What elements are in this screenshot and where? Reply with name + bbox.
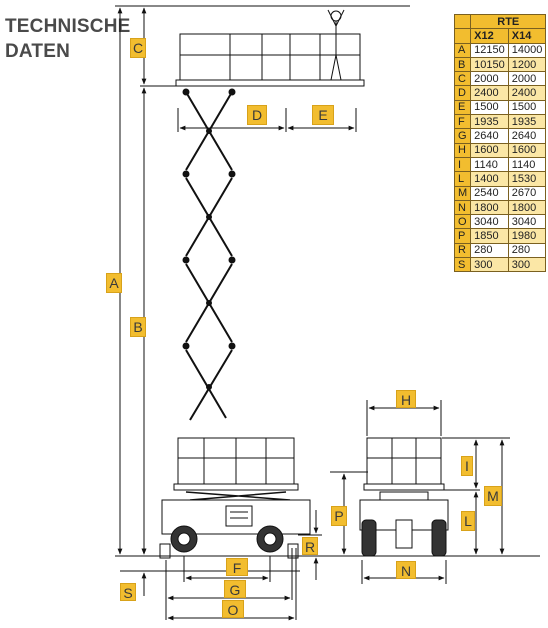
cell-x12: 1400	[470, 171, 509, 187]
cell-x12: 1500	[470, 99, 509, 116]
cell-x12: 2540	[470, 185, 509, 201]
row-key: F	[453, 114, 472, 130]
table-group-row: RTE	[453, 13, 547, 30]
reference-lines	[115, 85, 540, 620]
cell-x14: 14000	[507, 42, 547, 58]
cell-x14: 1500	[507, 99, 547, 116]
cell-x12: 2400	[470, 85, 509, 101]
table-header-row: X12 X14	[453, 28, 547, 44]
column-header-x12: X12	[470, 28, 509, 44]
cell-x14: 280	[507, 242, 547, 259]
row-key: S	[453, 257, 472, 273]
page-title: TECHNISCHE DATEN	[5, 14, 131, 64]
dim-label-p: P	[331, 506, 347, 526]
cell-x14: 1980	[507, 228, 547, 244]
dim-label-r: R	[302, 537, 318, 555]
dim-label-a: A	[106, 273, 122, 293]
cell-x14: 1200	[507, 56, 547, 73]
row-key: N	[453, 199, 472, 216]
row-key: R	[453, 242, 472, 259]
table-group-header: RTE	[470, 13, 547, 30]
row-key: I	[453, 156, 472, 173]
row-key: G	[453, 128, 472, 144]
row-key: C	[453, 71, 472, 87]
dim-label-n: N	[396, 561, 416, 579]
cell-x14: 2670	[507, 185, 547, 201]
cell-x14: 2000	[507, 71, 547, 87]
row-key: B	[453, 56, 472, 73]
cell-x14: 300	[507, 257, 547, 273]
dim-label-l: L	[461, 511, 475, 531]
cell-x14: 1140	[507, 156, 547, 173]
cell-x14: 2640	[507, 128, 547, 144]
cell-x12: 1800	[470, 199, 509, 216]
row-key: D	[453, 85, 472, 101]
front-view	[359, 437, 449, 557]
row-key: E	[453, 99, 472, 116]
row-key: L	[453, 171, 472, 187]
operator-figure	[327, 9, 345, 81]
dim-label-b: B	[130, 317, 146, 337]
row-key: M	[453, 185, 472, 201]
dim-label-e: E	[312, 105, 334, 125]
cell-x12: 2000	[470, 71, 509, 87]
dim-label-c: C	[130, 38, 146, 58]
dim-label-f: F	[226, 558, 248, 576]
title-line-1: TECHNISCHE	[5, 16, 131, 37]
row-key: P	[453, 228, 472, 244]
cell-x12: 1850	[470, 228, 509, 244]
cell-x12: 2640	[470, 128, 509, 144]
cell-x14: 1800	[507, 199, 547, 216]
column-header-x14: X14	[507, 28, 547, 44]
cell-x14: 1530	[507, 171, 547, 187]
dim-label-d: D	[247, 105, 267, 125]
dim-label-g: G	[224, 580, 246, 598]
cell-x14: 3040	[507, 214, 547, 230]
side-view-stowed	[159, 437, 311, 559]
title-line-2: DATEN	[5, 41, 71, 62]
dim-label-i: I	[461, 456, 473, 476]
cell-x12: 1140	[470, 156, 509, 173]
dim-label-h: H	[396, 390, 416, 408]
row-key: H	[453, 142, 472, 158]
cell-x12: 3040	[470, 214, 509, 230]
cell-x12: 10150	[470, 56, 509, 73]
cell-x14: 1600	[507, 142, 547, 158]
row-key: A	[453, 42, 472, 58]
cell-x14: 2400	[507, 85, 547, 101]
side-view-extended	[115, 5, 410, 421]
row-key: O	[453, 214, 472, 230]
cell-x12: 1600	[470, 142, 509, 158]
cell-x14: 1935	[507, 114, 547, 130]
dim-label-m: M	[484, 486, 502, 506]
dim-label-s: S	[120, 583, 136, 601]
cell-x12: 300	[470, 257, 509, 273]
cell-x12: 280	[470, 242, 509, 259]
dim-label-o: O	[222, 600, 244, 618]
cell-x12: 12150	[470, 42, 509, 58]
cell-x12: 1935	[470, 114, 509, 130]
